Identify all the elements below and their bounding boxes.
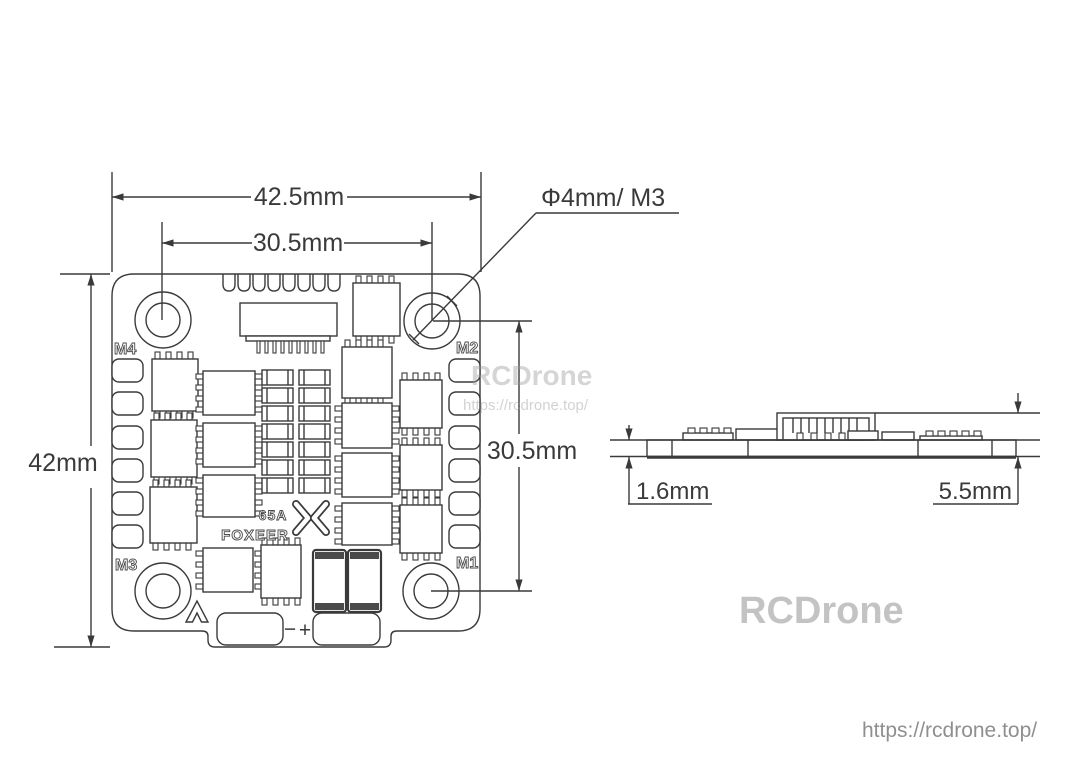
svg-text:1.6mm: 1.6mm [636, 478, 709, 505]
svg-text:30.5mm: 30.5mm [487, 437, 577, 465]
label-m4: M4 [114, 341, 136, 358]
battery-pad-positive [312, 612, 381, 646]
smd-chip [260, 537, 302, 606]
smd-chips [149, 275, 443, 606]
smd-chip [334, 402, 400, 449]
svg-text:30.5mm: 30.5mm [253, 229, 343, 257]
foxeer-x-logo-icon [292, 500, 330, 536]
smd-chip [399, 437, 443, 498]
smd-chip [150, 412, 198, 485]
battery-pad-negative [216, 612, 284, 646]
signal-connector [239, 302, 338, 354]
top-view: − + 65A FOXEER M4 M2 M3 M1 [28, 172, 679, 648]
battery-minus-mark: − [284, 618, 296, 641]
smd-chip [341, 339, 393, 406]
smd-chip [195, 547, 263, 593]
smd-chip [195, 422, 263, 468]
side-view: 1.6mm 5.5mm [610, 393, 1040, 505]
dim-width-holes: 30.5mm [161, 222, 433, 321]
dim-board-thickness: 1.6mm [625, 425, 712, 505]
smd-chip [399, 372, 443, 436]
smd-chip [195, 370, 263, 416]
battery-pads: − + [216, 612, 381, 646]
label-m3: M3 [115, 557, 137, 574]
smd-chip [352, 275, 401, 344]
svg-text:Φ4mm/ M3: Φ4mm/ M3 [541, 184, 665, 212]
svg-text:5.5mm: 5.5mm [939, 478, 1012, 505]
smd-chip [334, 452, 400, 498]
svg-text:42.5mm: 42.5mm [254, 183, 344, 211]
label-m2: M2 [456, 340, 478, 357]
dim-total-height: 5.5mm [875, 393, 1040, 505]
dim-height-overall: 42mm [28, 273, 110, 648]
mounting-hole-m4 [134, 291, 192, 349]
mounting-hole-m3 [134, 562, 192, 620]
side-components [682, 412, 983, 441]
smd-chip [149, 479, 198, 551]
smd-chip [399, 497, 443, 561]
dim-width-overall: 42.5mm [111, 172, 482, 272]
smd-chip [334, 502, 400, 546]
smd-chip [151, 351, 199, 419]
capacitor-bank-right [298, 369, 331, 494]
power-capacitors [311, 548, 383, 614]
hole-callout: Φ4mm/ M3 [408, 184, 679, 345]
label-m1: M1 [456, 555, 478, 572]
smd-chip [195, 474, 263, 518]
direction-arrow-icon [184, 599, 210, 623]
silkscreen-brand: FOXEER [221, 527, 289, 544]
battery-plus-mark: + [299, 619, 311, 642]
svg-text:42mm: 42mm [28, 449, 97, 477]
side-pcb [610, 439, 1040, 459]
silkscreen-rating: 65A [259, 507, 288, 523]
dim-height-holes: 30.5mm [431, 320, 577, 592]
capacitor-bank-left [261, 369, 294, 494]
